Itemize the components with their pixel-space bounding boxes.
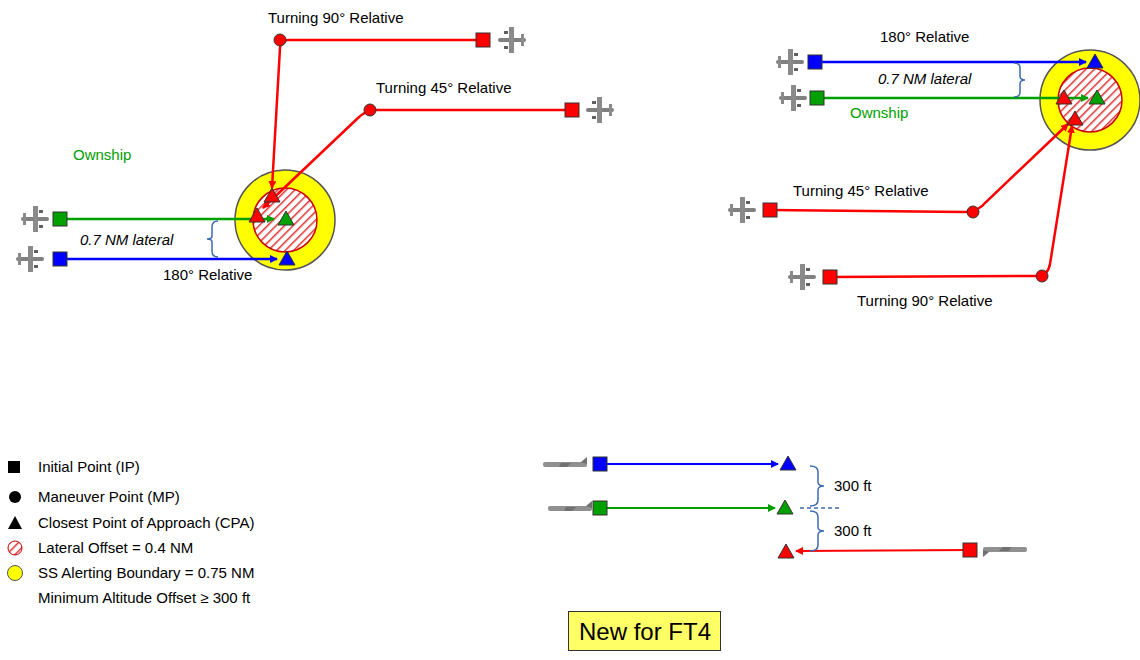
scenario-label: 300 ft xyxy=(834,522,872,540)
scenario-label: Turning 90° Relative xyxy=(268,9,404,27)
scenario-label: 0.7 NM lateral xyxy=(80,231,173,249)
legend-text: Minimum Altitude Offset ≥ 300 ft xyxy=(38,589,250,607)
scenario-label: 300 ft xyxy=(834,477,872,495)
scenario-label: Ownship xyxy=(850,104,908,122)
scenario-label: Turning 45° Relative xyxy=(376,79,512,97)
legend-text: Closest Point of Approach (CPA) xyxy=(38,514,255,532)
legend-text: Lateral Offset = 0.4 NM xyxy=(38,539,193,557)
scenario-label: Ownship xyxy=(73,146,131,164)
scenario-label: 180° Relative xyxy=(880,28,969,46)
scenario-label: Turning 45° Relative xyxy=(793,182,929,200)
scenario-label: 180° Relative xyxy=(163,266,252,284)
scenario-label: 0.7 NM lateral xyxy=(878,70,971,88)
legend-text: SS Alerting Boundary = 0.75 NM xyxy=(38,564,254,582)
legend-text: Initial Point (IP) xyxy=(38,458,140,476)
scenario-label: Turning 90° Relative xyxy=(857,292,993,310)
banner-text: New for FT4 xyxy=(579,618,710,646)
banner-box: New for FT4 xyxy=(568,611,721,651)
legend-text: Maneuver Point (MP) xyxy=(38,488,180,506)
legend-swatch xyxy=(7,565,23,581)
